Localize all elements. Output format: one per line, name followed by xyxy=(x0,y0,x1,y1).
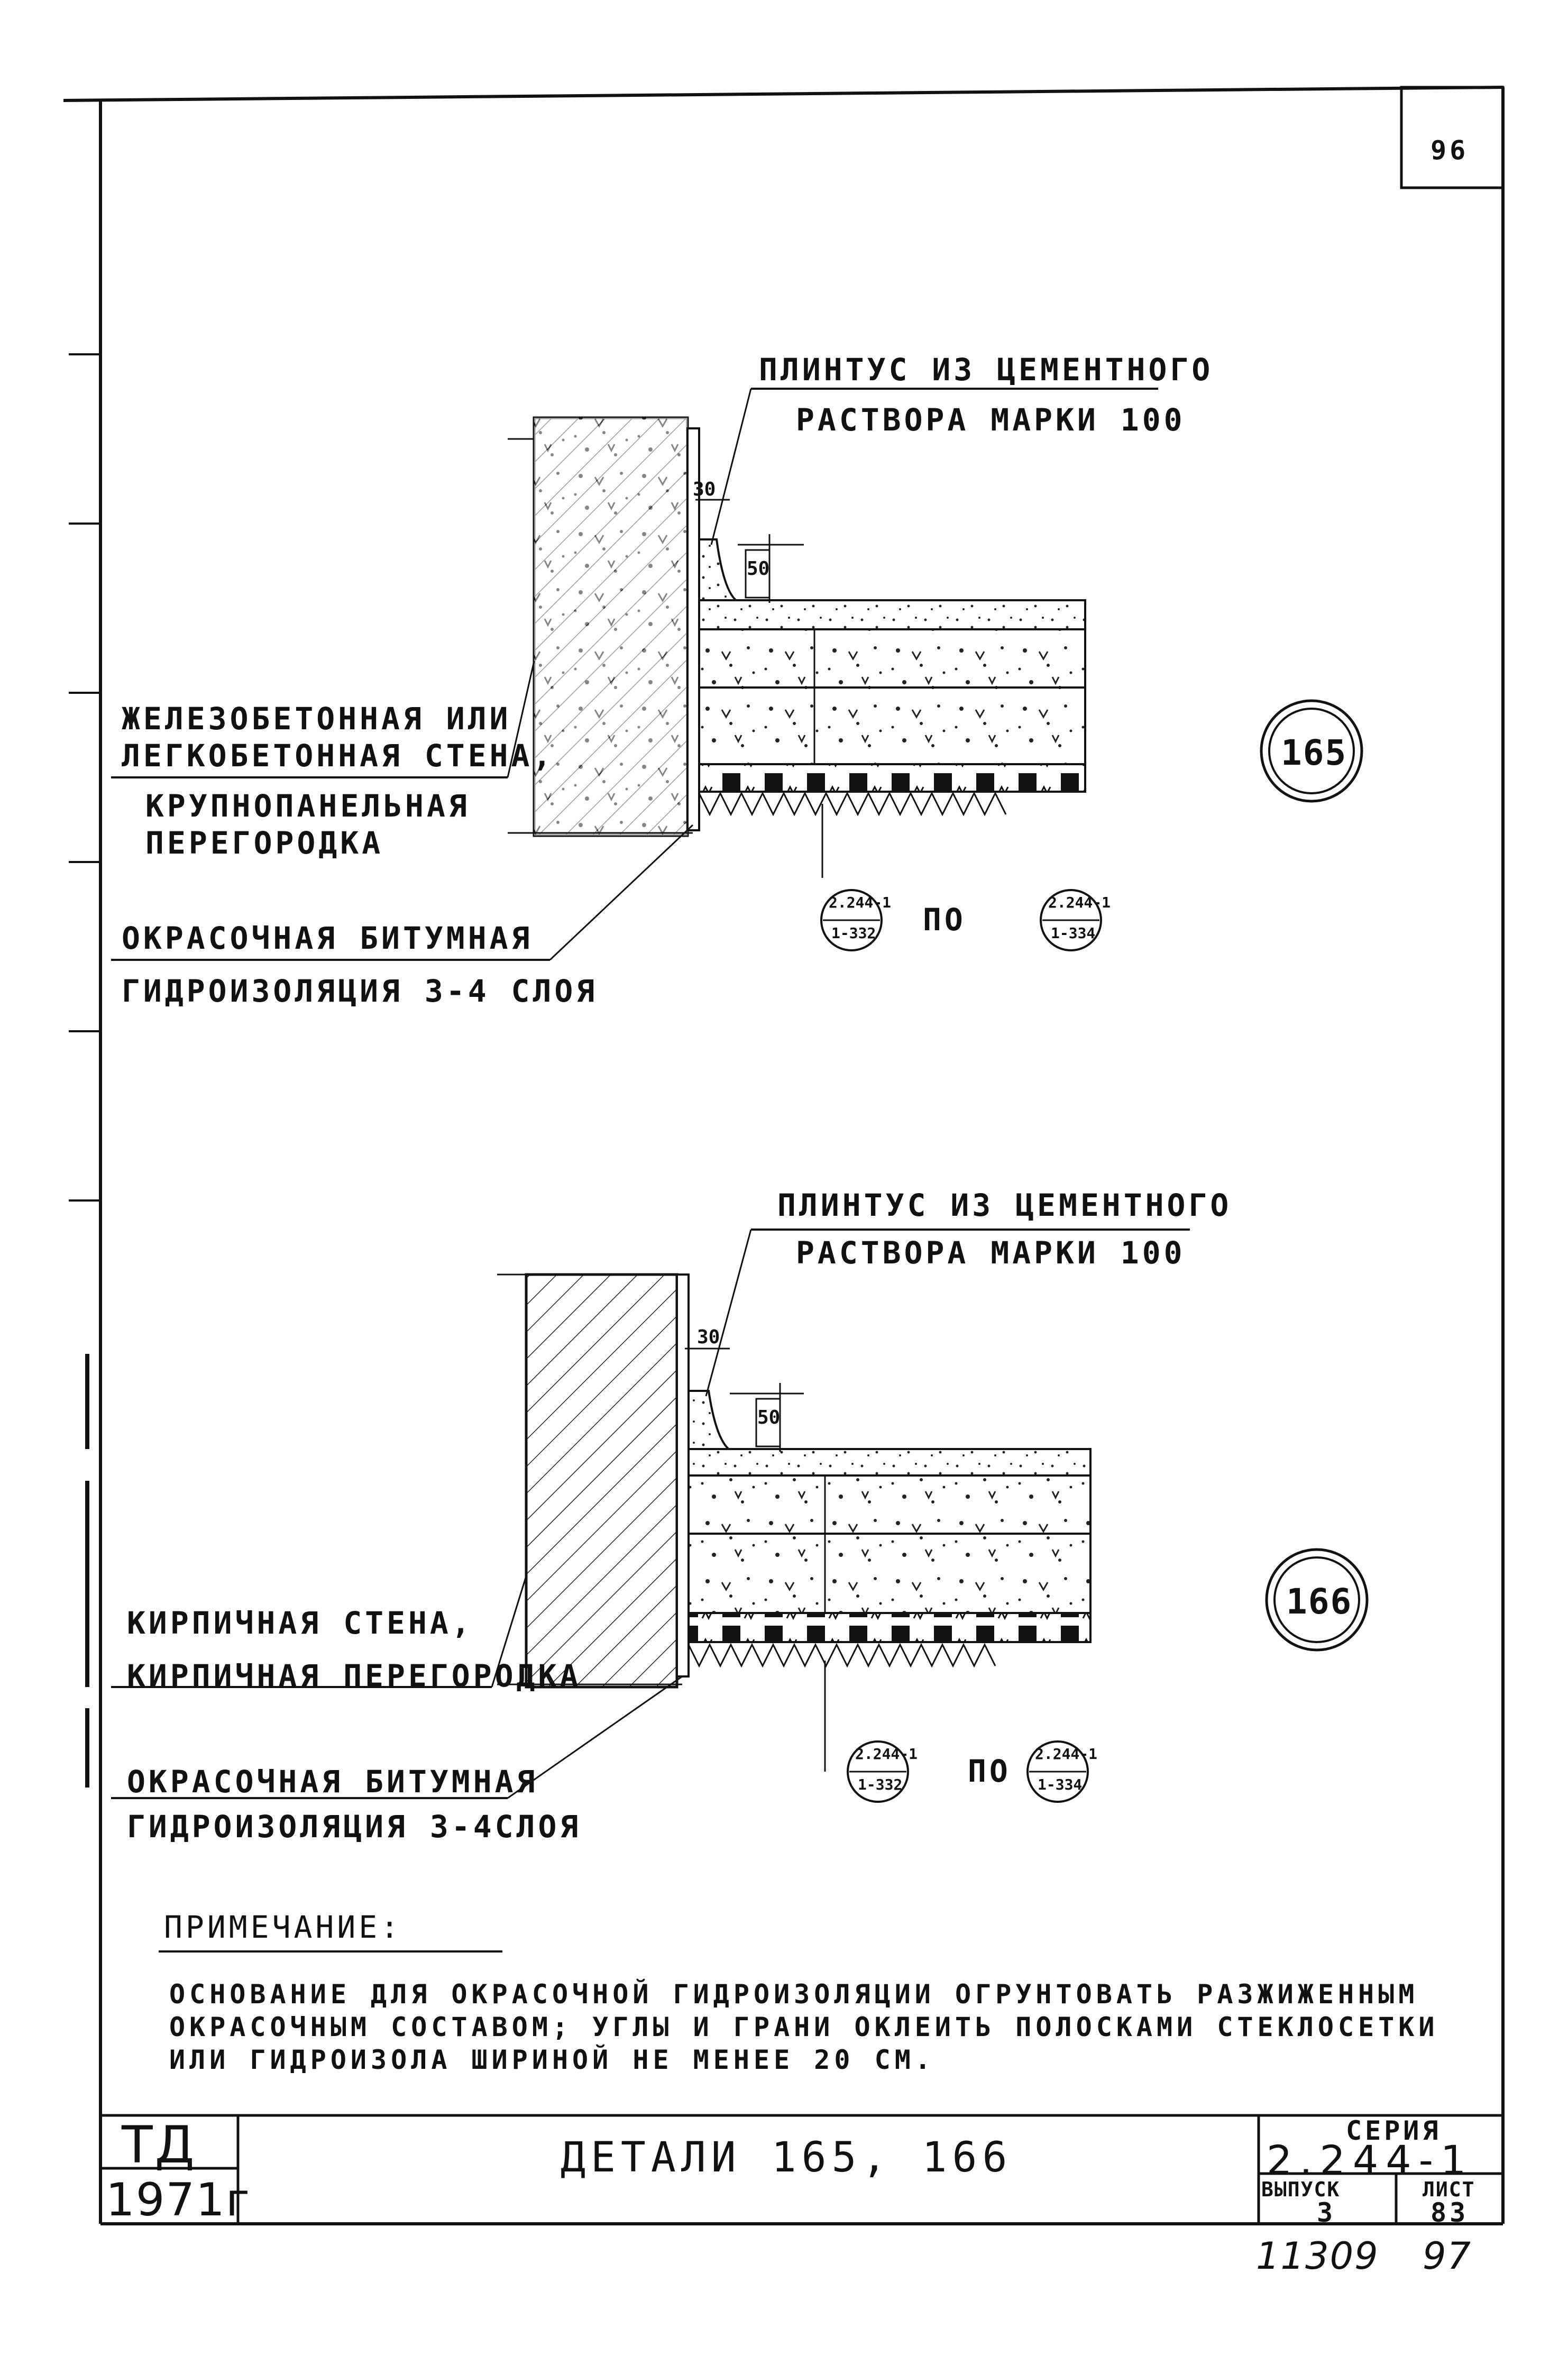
detail-166-drawing xyxy=(111,1229,1369,1803)
series-label: СЕРИЯ xyxy=(1346,2115,1442,2146)
title-year: 1971г xyxy=(106,2174,251,2226)
d166-insulation-label-1: ОКРАСОЧНАЯ БИТУМНАЯ xyxy=(127,1764,538,1800)
d166-ref-word: ПО xyxy=(968,1753,1011,1789)
d165-wall-label-3: КРУПНОПАНЕЛЬНАЯ xyxy=(145,788,470,824)
d166-wall-label-2: КИРПИЧНАЯ ПЕРЕГОРОДКА xyxy=(127,1658,582,1694)
d166-dim-50: 50 xyxy=(757,1407,781,1428)
d165-wall-label-2: ЛЕГКОБЕТОННАЯ СТЕНА, xyxy=(122,738,555,774)
d165-ref-from-top: 2.244-1 xyxy=(829,894,892,911)
note-text: ОСНОВАНИЕ ДЛЯ ОКРАСОЧНОЙ ГИДРОИЗОЛЯЦИИ О… xyxy=(169,1979,1439,2075)
d166-ref-to-bottom: 1-334 xyxy=(1038,1776,1083,1793)
d166-ref-to-top: 2.244-1 xyxy=(1035,1745,1098,1763)
d165-detail-number: 165 xyxy=(1281,732,1347,773)
sheet-label: ЛИСТ xyxy=(1423,2178,1475,2201)
d166-ref-from-bottom: 1-332 xyxy=(858,1776,903,1793)
d165-dim-30: 30 xyxy=(693,479,716,500)
d165-wall-label-1: ЖЕЛЕЗОБЕТОННАЯ ИЛИ xyxy=(122,701,511,737)
d165-insulation-label-2: ГИДРОИЗОЛЯЦИЯ 3-4 СЛОЯ xyxy=(122,973,598,1009)
title-org: ТД xyxy=(122,2115,197,2175)
d166-plinth-label-1: ПЛИНТУС ИЗ ЦЕМЕНТНОГО xyxy=(777,1187,1232,1223)
issue-value: 3 xyxy=(1317,2197,1336,2228)
d165-ref-word: ПО xyxy=(923,902,966,938)
sheet-value: 83 xyxy=(1431,2197,1469,2228)
d166-wall-label-1: КИРПИЧНАЯ СТЕНА, xyxy=(127,1605,473,1641)
d166-insulation-label-2: ГИДРОИЗОЛЯЦИЯ 3-4СЛОЯ xyxy=(127,1809,582,1845)
sheet-number-box xyxy=(1400,86,1505,189)
d165-wall-label-4: ПЕРЕГОРОДКА xyxy=(145,825,384,861)
margin-ticks xyxy=(69,353,100,1202)
d165-ref-from-bottom: 1-332 xyxy=(831,924,876,942)
bottom-number-left: 11309 xyxy=(1256,2234,1379,2278)
d165-ref-to-bottom: 1-334 xyxy=(1051,924,1096,942)
note-heading: ПРИМЕЧАНИЕ: xyxy=(164,1909,402,1945)
sheet-frame xyxy=(63,86,1505,2225)
d166-plinth-label-2: РАСТВОРА МАРКИ 100 xyxy=(796,1235,1186,1271)
d165-plinth-label-1: ПЛИНТУС ИЗ ЦЕМЕНТНОГО xyxy=(759,352,1214,388)
d165-plinth-label-2: РАСТВОРА МАРКИ 100 xyxy=(796,402,1186,438)
detail-165-drawing xyxy=(111,388,1363,961)
d165-ref-to-top: 2.244-1 xyxy=(1048,894,1111,911)
drawing-title: ДЕТАЛИ 165, 166 xyxy=(561,2134,1013,2181)
issue-label: ВЫПУСК xyxy=(1261,2178,1341,2201)
d165-insulation-label-1: ОКРАСОЧНАЯ БИТУМНАЯ xyxy=(122,920,533,956)
d166-ref-from-top: 2.244-1 xyxy=(855,1745,918,1763)
d165-dim-50: 50 xyxy=(747,558,770,580)
bottom-number-right: 97 xyxy=(1423,2234,1472,2278)
series-value: 2.244-1 xyxy=(1267,2137,1474,2184)
sheet-number: 96 xyxy=(1431,135,1469,166)
d166-dim-30: 30 xyxy=(697,1326,720,1348)
d166-detail-number: 166 xyxy=(1286,1581,1353,1622)
title-block-frame xyxy=(100,2114,1503,2224)
